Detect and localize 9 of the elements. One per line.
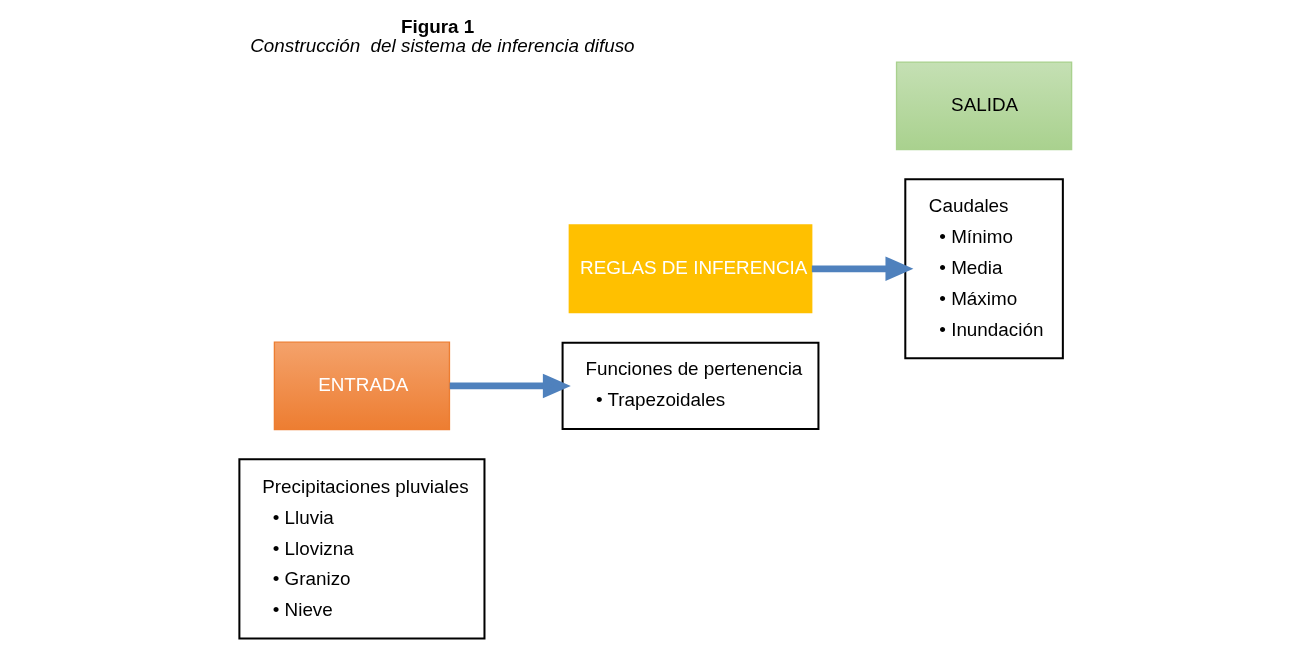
node-box: Funciones de pertenencia • Trapezoidales xyxy=(561,341,819,431)
node-box: Caudales • Mínimo • Media • Máximo • Inundación xyxy=(903,178,1064,360)
arrow xyxy=(449,373,571,399)
node-box: SALIDA xyxy=(895,61,1072,151)
arrow xyxy=(811,256,913,281)
diagram-title: Figura 1 xyxy=(400,15,474,37)
node-box: REGLAS DE INFERENCIA xyxy=(568,224,812,314)
node-box: ENTRADA xyxy=(273,341,450,431)
node-box: Precipitaciones pluviales • Lluvia • Llovizna • Granizo • Nieve xyxy=(237,458,485,640)
